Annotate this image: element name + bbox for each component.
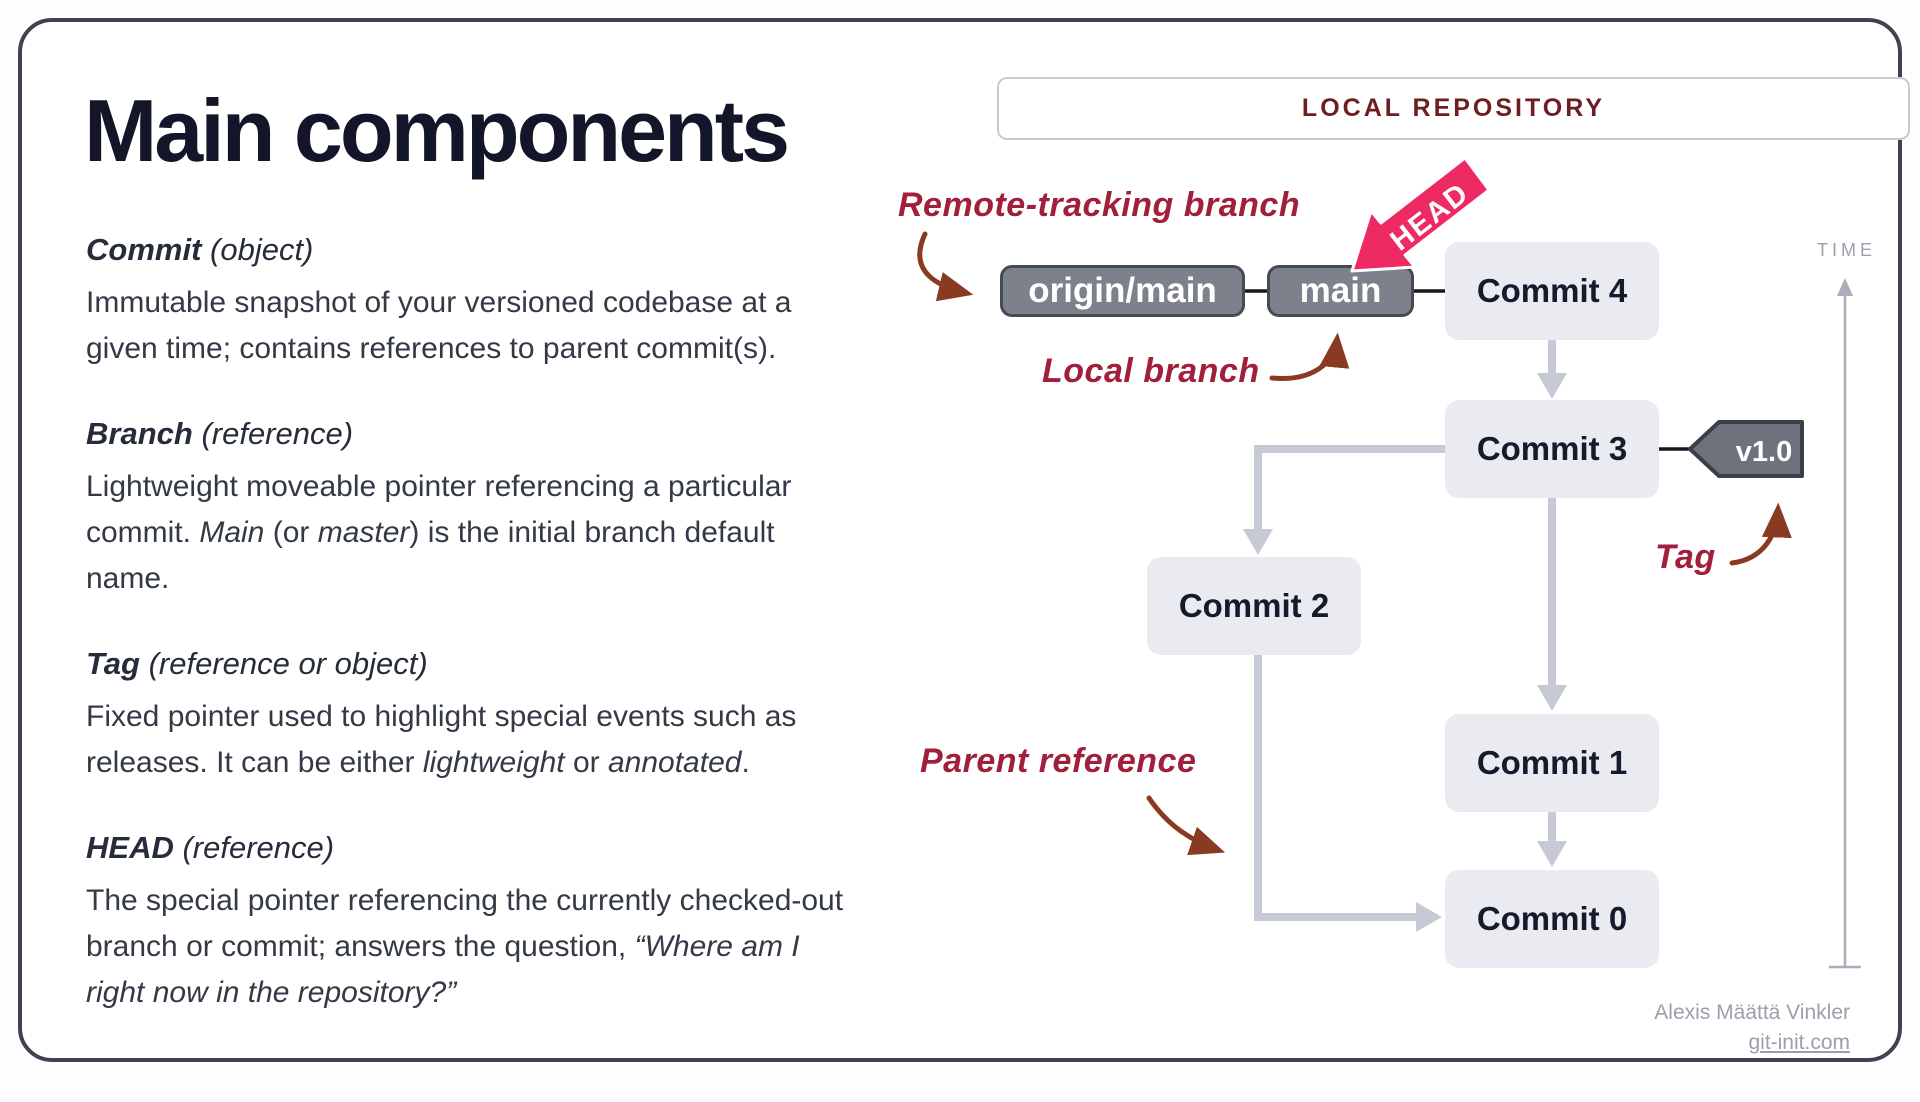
tag-annotation-arrow-icon bbox=[1729, 502, 1792, 566]
slide-card: Main components Commit (object) Immutabl… bbox=[18, 18, 1910, 1062]
definition-kind: (reference or object) bbox=[148, 646, 428, 681]
local-repository-label: LOCAL REPOSITORY bbox=[1301, 94, 1606, 122]
commit-4-node: Commit 4 bbox=[1445, 242, 1659, 340]
tag-annotation: Tag bbox=[1655, 538, 1716, 576]
tag-label: v1.0 bbox=[1736, 436, 1792, 468]
definition-heading: Tag (reference or object) bbox=[86, 646, 956, 682]
definition-heading: HEAD (reference) bbox=[86, 830, 956, 866]
tag-shape-icon bbox=[1688, 420, 1804, 478]
definition-kind: (reference) bbox=[182, 830, 335, 865]
parent-reference-annotation: Parent reference bbox=[920, 742, 1197, 780]
local-branch-pill: main bbox=[1267, 265, 1414, 317]
definition-head: HEAD (reference) The special pointer ref… bbox=[86, 830, 956, 1016]
definition-term: Commit bbox=[86, 232, 202, 267]
definition-tag: Tag (reference or object) Fixed pointer … bbox=[86, 646, 956, 786]
definition-branch: Branch (reference) Lightweight moveable … bbox=[86, 416, 956, 602]
time-axis-arrowhead-icon bbox=[1837, 278, 1853, 296]
definition-kind: (reference) bbox=[201, 416, 354, 451]
local-repository-header: LOCAL REPOSITORY bbox=[997, 77, 1910, 140]
commit-2-node: Commit 2 bbox=[1147, 557, 1361, 655]
attribution-link[interactable]: git-init.com bbox=[1748, 1031, 1850, 1054]
local-annotation-arrow-icon bbox=[1269, 332, 1350, 381]
definition-term: Tag bbox=[86, 646, 140, 681]
local-branch-annotation: Local branch bbox=[1042, 352, 1260, 390]
definitions-list: Commit (object) Immutable snapshot of yo… bbox=[86, 232, 956, 1016]
definition-kind: (object) bbox=[210, 232, 314, 267]
commit-0-node: Commit 0 bbox=[1445, 870, 1659, 968]
definition-body: Immutable snapshot of your versioned cod… bbox=[86, 286, 792, 365]
version-tag: v1.0 bbox=[1688, 420, 1804, 478]
attribution-author: Alexis Määttä Vinkler bbox=[1654, 1001, 1850, 1024]
remote-tracking-branch-pill: origin/main bbox=[1000, 265, 1245, 317]
definition-body: Lightweight moveable pointer referencing… bbox=[86, 470, 792, 595]
definition-body: The special pointer referencing the curr… bbox=[86, 884, 844, 1009]
time-axis-label: TIME bbox=[1817, 240, 1876, 260]
definition-term: HEAD bbox=[86, 830, 174, 865]
attribution: Alexis Määttä Vinkler git-init.com bbox=[1654, 998, 1850, 1058]
time-axis bbox=[1829, 278, 1861, 969]
commit-1-node: Commit 1 bbox=[1445, 714, 1659, 812]
definition-term: Branch bbox=[86, 416, 193, 451]
definition-body: Fixed pointer used to highlight special … bbox=[86, 700, 797, 779]
definition-heading: Commit (object) bbox=[86, 232, 956, 268]
remote-tracking-branch-annotation: Remote-tracking branch bbox=[898, 186, 1301, 224]
definition-heading: Branch (reference) bbox=[86, 416, 956, 452]
definition-commit: Commit (object) Immutable snapshot of yo… bbox=[86, 232, 956, 372]
parent-annotation-arrow-icon bbox=[1146, 795, 1226, 856]
page-title: Main components bbox=[84, 81, 790, 180]
commit-3-node: Commit 3 bbox=[1445, 400, 1659, 498]
